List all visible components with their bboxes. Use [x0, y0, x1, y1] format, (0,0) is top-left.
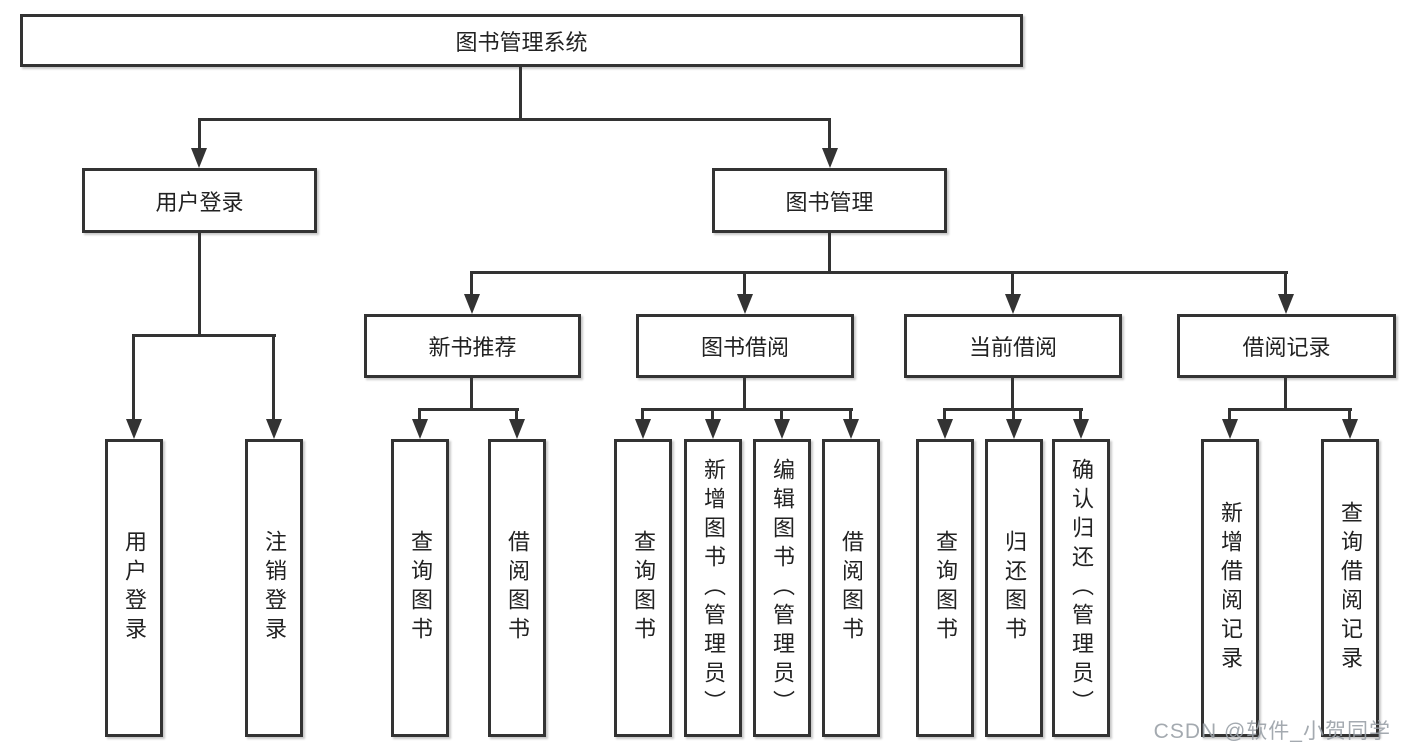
node-book-borrowing: 图书借阅: [636, 314, 854, 378]
leaf-query-books-recommend-label: 查询图书: [408, 530, 433, 646]
connector-drop-leaf-user-login: [132, 334, 135, 421]
connector-newbook-stem: [470, 378, 473, 410]
node-new-book-recommend: 新书推荐: [364, 314, 581, 378]
arrowhead-new-book: [464, 294, 480, 314]
connector-drop-query-current: [943, 408, 946, 421]
leaf-return-books: 归还图书: [985, 439, 1043, 737]
node-book-management: 图书管理: [712, 168, 947, 233]
leaf-edit-books-admin: 编辑图书（管理员）: [753, 439, 811, 737]
leaf-add-borrow-record: 新增借阅记录: [1201, 439, 1259, 737]
arrowhead-query-borrowing: [635, 419, 651, 439]
node-current-borrowing-label: 当前借阅: [968, 335, 1057, 360]
connector-drop-new-book: [470, 271, 473, 296]
leaf-borrow-books-label: 借阅图书: [839, 530, 864, 646]
arrowhead-current-borrowing: [1005, 294, 1021, 314]
arrowhead-leaf-logout: [266, 419, 282, 439]
connector-drop-add-record: [1228, 408, 1231, 421]
connector-drop-query-record: [1348, 408, 1351, 421]
connector-drop-current-borrowing: [1011, 271, 1014, 296]
leaf-return-books-label: 归还图书: [1002, 530, 1027, 646]
connector-drop-leaf-logout: [272, 334, 275, 421]
leaf-query-books-current-label: 查询图书: [933, 530, 958, 646]
node-borrowing-records: 借阅记录: [1177, 314, 1396, 378]
arrowhead-user-login: [191, 148, 207, 168]
arrowhead-query-record: [1342, 419, 1358, 439]
leaf-query-books-borrowing-label: 查询图书: [631, 530, 656, 646]
leaf-add-borrow-record-label: 新增借阅记录: [1218, 501, 1243, 675]
arrowhead-book-borrowing: [737, 294, 753, 314]
node-borrowing-records-label: 借阅记录: [1242, 335, 1331, 360]
node-root: 图书管理系统: [20, 14, 1023, 67]
leaf-query-books-current: 查询图书: [916, 439, 974, 737]
leaf-confirm-return-admin-label: 确认归还（管理员）: [1069, 457, 1094, 719]
connector-drop-add-books: [711, 408, 714, 421]
connector-drop-borrow-books: [849, 408, 852, 421]
leaf-logout: 注销登录: [245, 439, 303, 737]
leaf-query-borrow-record: 查询借阅记录: [1321, 439, 1379, 737]
connector-drop-user-login: [198, 118, 201, 150]
leaf-query-books-borrowing: 查询图书: [614, 439, 672, 737]
connector-drop-book-management: [828, 118, 831, 150]
connector-drop-edit-books: [780, 408, 783, 421]
connector-bookmgmt-stem: [828, 233, 831, 274]
connector-current-stem: [1011, 378, 1014, 410]
leaf-add-books-admin-label: 新增图书（管理员）: [701, 457, 726, 719]
connector-userlogin-stem: [198, 233, 201, 335]
connector-borrowing-stem: [743, 378, 746, 410]
connector-root-stem: [519, 67, 522, 119]
arrowhead-book-management: [822, 148, 838, 168]
arrowhead-confirm-return: [1073, 419, 1089, 439]
node-current-borrowing: 当前借阅: [904, 314, 1122, 378]
connector-records-stem: [1284, 378, 1287, 410]
arrowhead-add-books: [705, 419, 721, 439]
node-book-management-label: 图书管理: [785, 189, 874, 215]
arrowhead-borrow-books: [843, 419, 859, 439]
connector-borrowing-rail: [641, 408, 853, 411]
leaf-query-books-recommend: 查询图书: [391, 439, 449, 737]
arrowhead-query-current: [937, 419, 953, 439]
connector-userlogin-rail: [132, 334, 276, 337]
arrowhead-add-record: [1222, 419, 1238, 439]
connector-records-rail: [1228, 408, 1352, 411]
connector-drop-confirm-return: [1079, 408, 1082, 421]
arrowhead-query-recommend: [412, 419, 428, 439]
connector-drop-query-borrowing: [641, 408, 644, 421]
connector-drop-return-books: [1012, 408, 1015, 421]
leaf-confirm-return-admin: 确认归还（管理员）: [1052, 439, 1110, 737]
connector-root-rail: [198, 118, 831, 121]
arrowhead-borrow-recommend: [509, 419, 525, 439]
leaf-borrow-books-recommend-label: 借阅图书: [505, 530, 530, 646]
leaf-logout-label: 注销登录: [262, 530, 287, 646]
leaf-user-login: 用户登录: [105, 439, 163, 737]
connector-drop-borrowing-records: [1284, 271, 1287, 296]
connector-drop-book-borrowing: [743, 271, 746, 296]
connector-bookmgmt-rail: [470, 271, 1288, 274]
leaf-edit-books-admin-label: 编辑图书（管理员）: [770, 457, 795, 719]
node-user-login-label: 用户登录: [155, 189, 244, 215]
leaf-user-login-label: 用户登录: [122, 530, 147, 646]
node-new-book-recommend-label: 新书推荐: [428, 335, 517, 360]
leaf-query-borrow-record-label: 查询借阅记录: [1338, 501, 1363, 675]
arrowhead-borrowing-records: [1278, 294, 1294, 314]
leaf-add-books-admin: 新增图书（管理员）: [684, 439, 742, 737]
leaf-borrow-books-recommend: 借阅图书: [488, 439, 546, 737]
arrowhead-return-books: [1006, 419, 1022, 439]
connector-drop-borrow-recommend: [515, 408, 518, 421]
arrowhead-edit-books: [774, 419, 790, 439]
leaf-borrow-books: 借阅图书: [822, 439, 880, 737]
node-book-borrowing-label: 图书借阅: [700, 335, 789, 360]
connector-newbook-rail: [418, 408, 519, 411]
connector-drop-query-recommend: [418, 408, 421, 421]
node-user-login: 用户登录: [82, 168, 317, 233]
node-root-label: 图书管理系统: [455, 29, 588, 55]
csdn-watermark: CSDN @软件_小贺同学: [1153, 720, 1391, 743]
arrowhead-leaf-user-login: [126, 419, 142, 439]
